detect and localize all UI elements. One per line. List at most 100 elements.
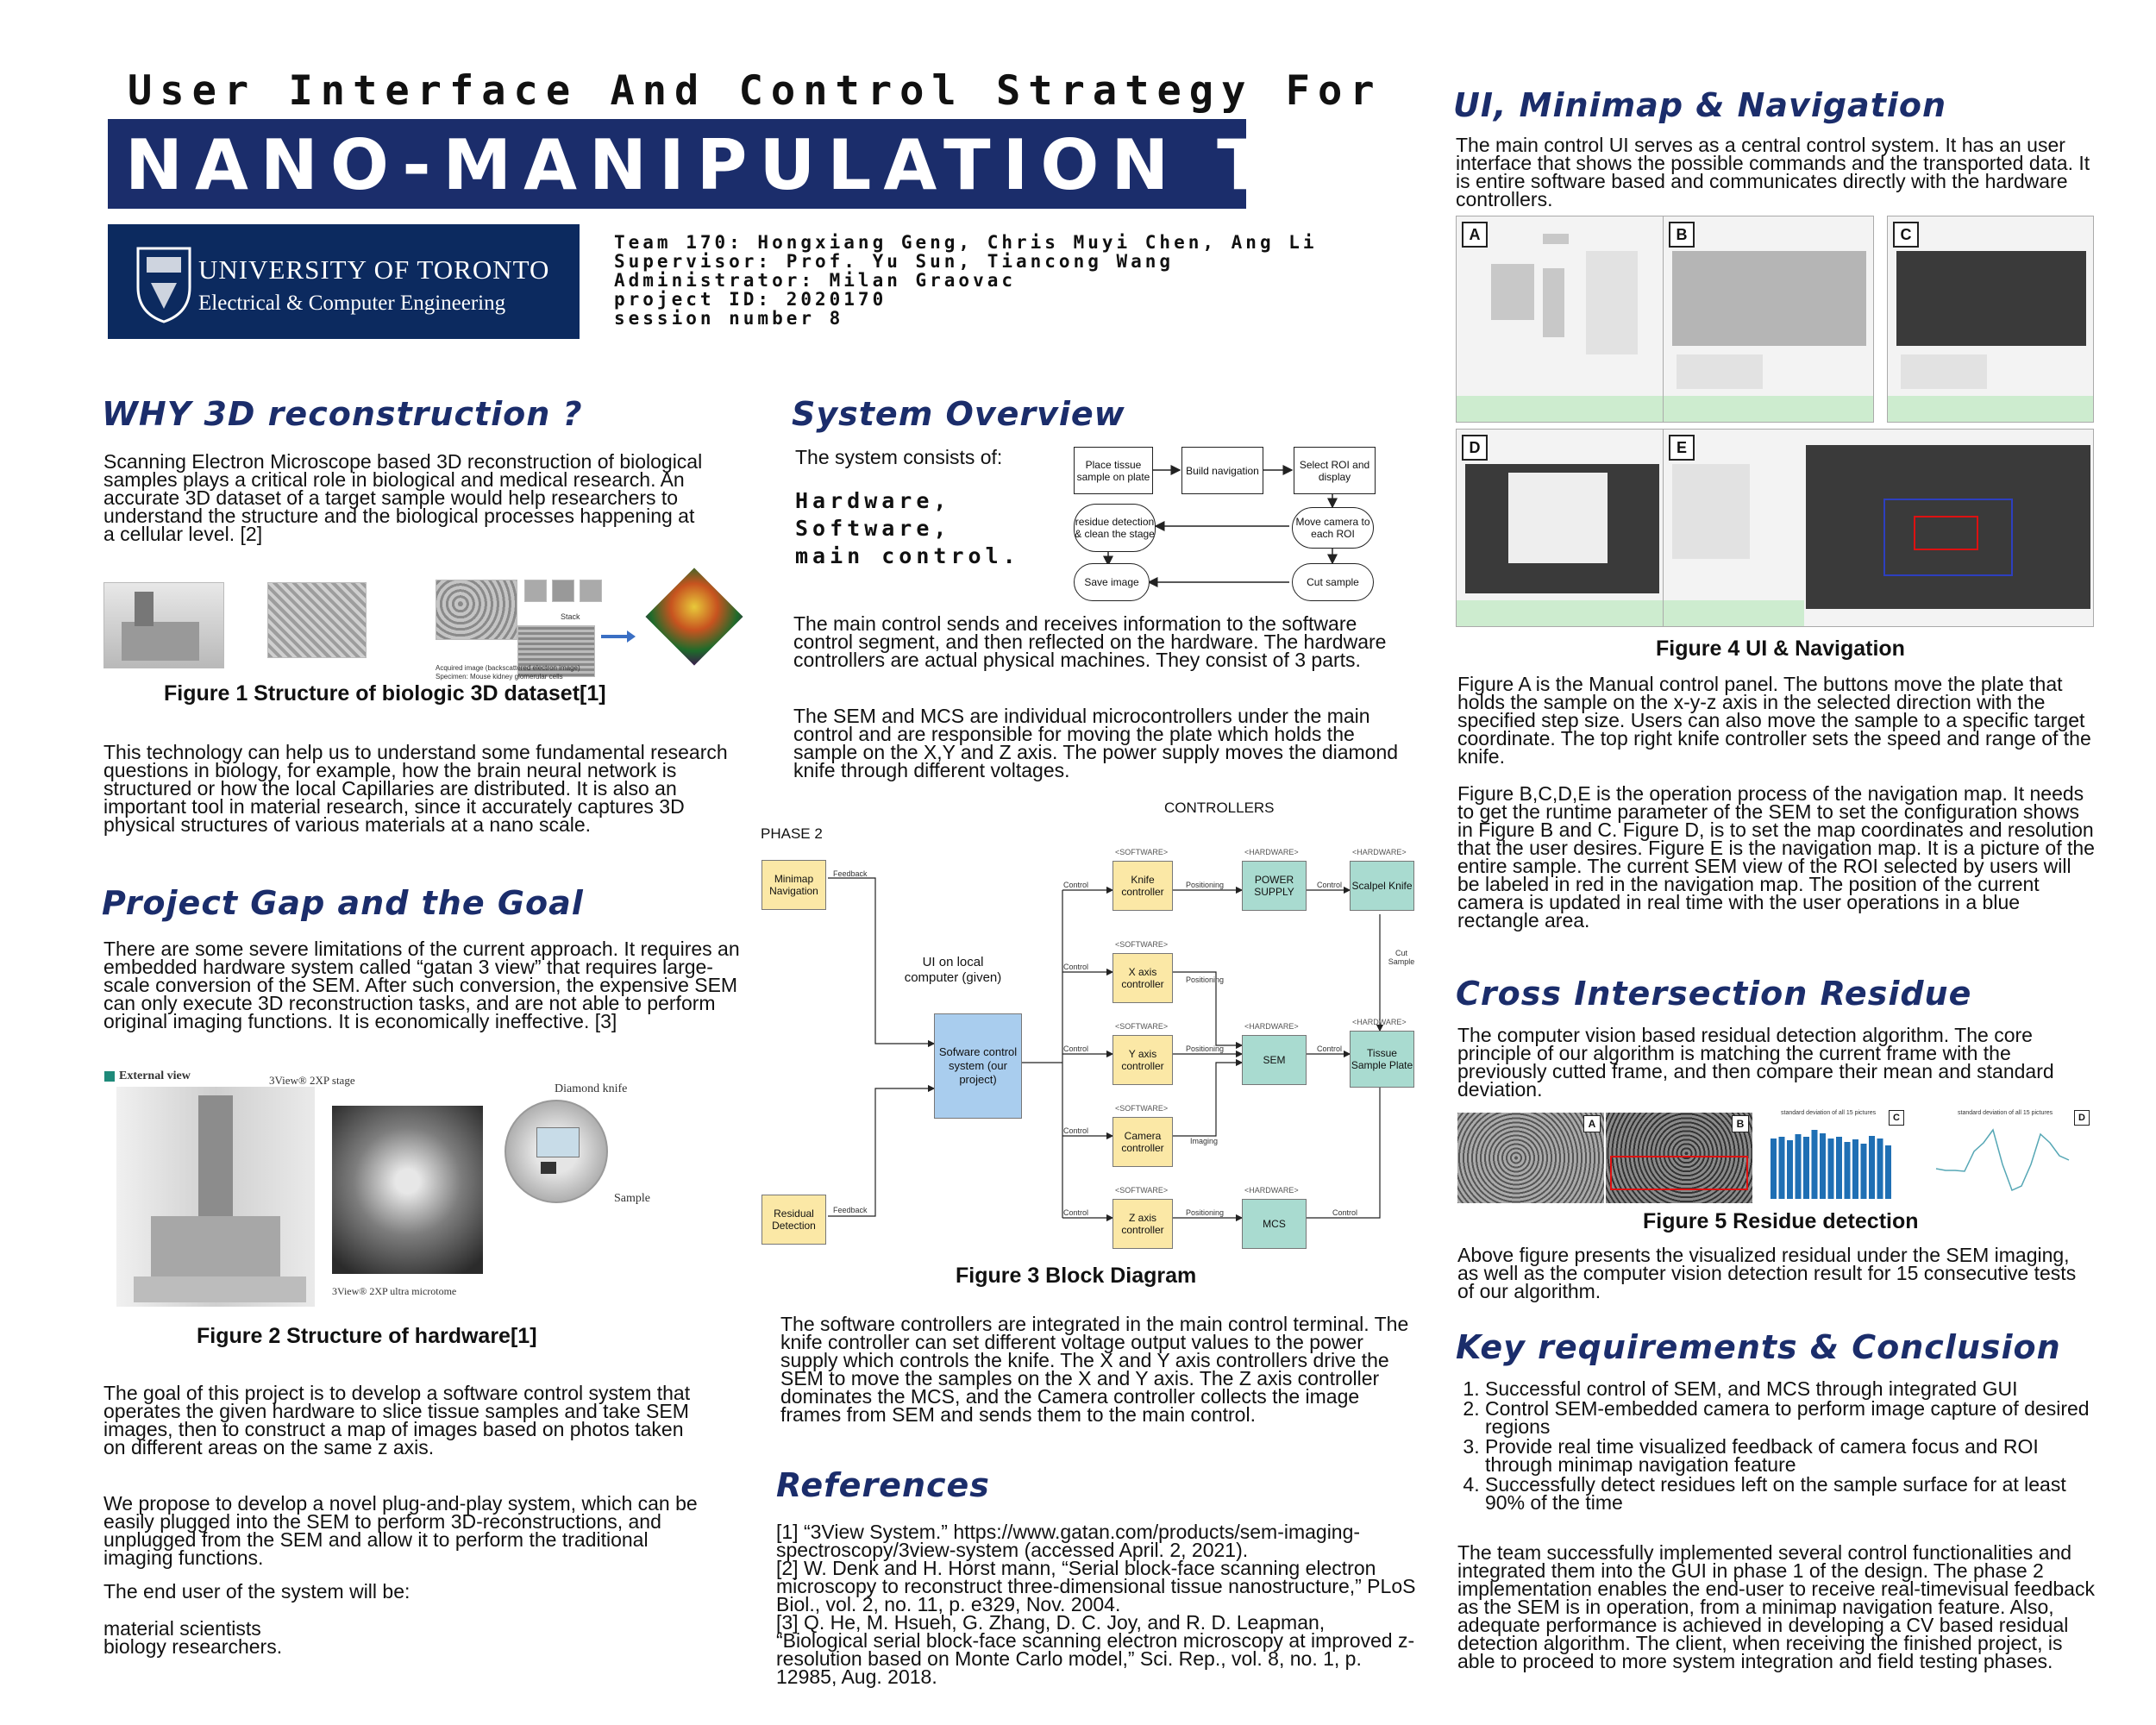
flow-save-image: Save image (1074, 563, 1150, 601)
team-line: Administrator: Milan Graovac (614, 270, 1017, 291)
ui-screenshot-a: A (1456, 216, 1667, 423)
label-control: Control (1063, 881, 1089, 889)
label-control: Control (1063, 1044, 1089, 1053)
end-user-list: material scientists biology researchers. (103, 1619, 448, 1657)
uoft-crest-icon (136, 247, 191, 323)
block-sem: SEM (1242, 1035, 1307, 1085)
team-line: Team 170: Hongxiang Geng, Chris Muyi Che… (614, 232, 1318, 253)
tag-hardware: <HARDWARE> (1352, 848, 1407, 856)
figure-4-caption: Figure 4 UI & Navigation (1656, 637, 1905, 661)
fig1-acquired-label: Acquired image (backscattered electron i… (436, 664, 580, 672)
block-residual-detection: Residual Detection (761, 1195, 826, 1245)
residue-image-b: B (1606, 1113, 1752, 1203)
fig2-microtome-label: 3View® 2XP ultra microtome (332, 1285, 457, 1297)
flow-select-roi: Select ROI and display (1294, 447, 1376, 494)
department-name: Electrical & Computer Engineering (198, 292, 506, 315)
stack-slice-1 (524, 580, 547, 602)
figure-5-caption: Figure 5 Residue detection (1643, 1209, 1919, 1233)
overview-title: System Overview (792, 395, 1125, 433)
label-control: Control (1063, 1126, 1089, 1135)
chart-d-svg (1935, 1128, 2070, 1192)
reference-item: [1] “3View System.” https://www.gatan.co… (776, 1521, 1361, 1561)
references-title: References (776, 1466, 990, 1504)
ui-paragraph-3: Figure B,C,D,E is the operation process … (1457, 782, 2095, 932)
chart-c-bar (1827, 1138, 1834, 1199)
gap-title: Project Gap and the Goal (102, 884, 584, 922)
ui-screenshot-d: D (1456, 429, 1667, 627)
gap-paragraph-1: There are some severe limitations of the… (103, 938, 740, 1032)
label-imaging: Imaging (1190, 1137, 1219, 1145)
fig2-sample-label: Sample (614, 1192, 650, 1205)
block-ui-local: UI on local computer (given) (904, 955, 1002, 985)
chart-d-line (1935, 1128, 2070, 1192)
residue-letter: A (1583, 1115, 1601, 1132)
label-control: Control (1317, 881, 1343, 889)
chart-c-bar (1787, 1140, 1793, 1199)
stack-slice-2 (552, 580, 574, 602)
overview-flow-arrows (1103, 465, 1338, 587)
poster-subtitle: User Interface And Control Strategy For (128, 67, 1382, 115)
residue-chart-c: standard deviation of all 15 pictures C (1755, 1108, 1906, 1208)
residue-letter: C (1889, 1110, 1904, 1126)
ui-letter: C (1893, 222, 1919, 248)
conclusion-title: Key requirements & Conclusion (1456, 1328, 2061, 1366)
controllers-label: CONTROLLERS (1164, 800, 1275, 816)
tissue-block-image (267, 582, 367, 658)
fig2-stage-label: 3View® 2XP stage (269, 1074, 355, 1087)
label-cut-sample: Cut Sample (1388, 949, 1415, 966)
overview-paragraph-2: The SEM and MCS are individual microcont… (793, 705, 1399, 781)
team-line: Supervisor: Prof. Yu Sun, Tiancong Wang (614, 251, 1175, 272)
block-y-controller: Y axis controller (1112, 1035, 1173, 1085)
ui-paragraph-1: The main control UI serves as a central … (1456, 134, 2090, 210)
external-view-marker (104, 1071, 115, 1082)
phase-label: PHASE 2 (761, 825, 823, 842)
chart-c-bar (1860, 1144, 1867, 1199)
flow-move-camera: Move camera to each ROI (1292, 507, 1374, 549)
tag-hardware: <HARDWARE> (1352, 1018, 1407, 1026)
requirement-item: Control SEM-embedded camera to perform i… (1485, 1399, 2096, 1437)
overview-part: Software, (795, 516, 951, 541)
requirement-item: Successful control of SEM, and MCS throu… (1485, 1379, 2096, 1399)
chart-c-bar (1820, 1133, 1826, 1199)
ui-letter: D (1462, 435, 1488, 461)
residue-letter: B (1732, 1115, 1749, 1132)
fig1-arrow-icon (601, 630, 636, 643)
tag-hardware: <HARDWARE> (1244, 1186, 1299, 1195)
chart-c-bar (1778, 1137, 1785, 1199)
block-power-supply: POWER SUPPLY (1242, 861, 1307, 911)
block-x-controller: X axis controller (1112, 953, 1173, 1003)
residue-chart-d: standard deviation of all 15 pictures D (1919, 1108, 2096, 1208)
block-scalpel-knife: Scalpel Knife (1350, 861, 1414, 911)
chart-c-bar (1852, 1139, 1858, 1199)
requirements-list: Successful control of SEM, and MCS throu… (1457, 1379, 2096, 1514)
tag-software: <SOFTWARE> (1115, 1022, 1169, 1031)
tag-hardware: <HARDWARE> (1244, 848, 1299, 856)
tag-software: <SOFTWARE> (1115, 1104, 1169, 1113)
sem-hardware-photo (116, 1087, 315, 1307)
label-control: Control (1063, 963, 1089, 971)
flow-cut-sample: Cut sample (1292, 563, 1374, 601)
chart-c-bar (1869, 1136, 1875, 1199)
overview-part: main control. (795, 543, 1020, 568)
figure-1-caption: Figure 1 Structure of biologic 3D datase… (164, 681, 606, 706)
university-logo-block: UNIVERSITY OF TORONTO Electrical & Compu… (108, 224, 580, 339)
ui-screenshot-c: C (1887, 216, 2094, 423)
figure-3-caption: Figure 3 Block Diagram (956, 1264, 1197, 1288)
fig1-specimen-label: Specimen: Mouse kidney glomerular cells (436, 673, 563, 681)
reference-item: [3] Q. He, M. Hsueh, G. Zhang, D. C. Joy… (776, 1611, 1415, 1688)
tag-software: <SOFTWARE> (1115, 848, 1169, 856)
lab-photo (103, 582, 224, 668)
why-paragraph-2: This technology can help us to understan… (103, 741, 728, 836)
gap-paragraph-4: The end user of the system will be: (103, 1580, 411, 1603)
block-diagram-connectors (828, 877, 1384, 1222)
ui-paragraph-2: Figure A is the Manual control panel. Th… (1457, 673, 2091, 768)
ui-screenshot-e: E (1663, 429, 2094, 627)
block-mcs: MCS (1242, 1199, 1307, 1249)
label-positioning: Positioning (1186, 1208, 1225, 1217)
chart-c-bar (1885, 1145, 1891, 1199)
chart-c-bar (1836, 1137, 1842, 1199)
figure-2-caption: Figure 2 Structure of hardware[1] (197, 1324, 537, 1348)
residue-image-a: A (1457, 1113, 1604, 1203)
chart-d-title: standard deviation of all 15 pictures (1958, 1110, 2053, 1116)
label-positioning: Positioning (1186, 881, 1225, 889)
